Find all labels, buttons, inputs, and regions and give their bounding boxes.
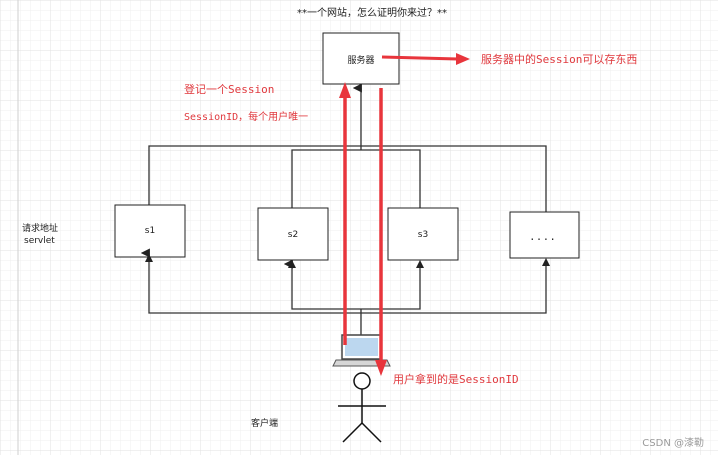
servlet-box-more[interactable] [509, 211, 580, 259]
annotation-server-stores: 服务器中的Session可以存东西 [481, 52, 637, 66]
laptop-icon [332, 334, 391, 367]
servlet-box-s1[interactable] [114, 204, 186, 258]
diagram-title: **一个网站，怎么证明你来过？** [297, 6, 447, 19]
bottom-arrowheads [145, 254, 550, 268]
servlet-label-s1: s1 [145, 226, 155, 236]
annotation-register-session: 登记一个Session [184, 82, 274, 96]
user-stick-figure-icon [338, 372, 386, 443]
annotation-user-gets-id: 用户拿到的是SessionID [393, 372, 519, 386]
bottom-bus [140, 248, 547, 337]
servlet-label-more: .... [530, 229, 557, 243]
request-label-line2: servlet [24, 236, 55, 246]
annotation-session-id-unique: SessionID，每个用户唯一 [184, 110, 308, 123]
watermark: CSDN @漆勒 [642, 436, 704, 449]
red-arrows [339, 53, 470, 376]
top-bus [148, 83, 547, 212]
request-label-line1: 请求地址 [22, 222, 58, 234]
client-label: 客户端 [251, 417, 278, 429]
servlet-box-s3[interactable] [387, 207, 459, 261]
servlet-label-s2: s2 [288, 230, 298, 240]
server-label: 服务器 [347, 54, 374, 66]
servlet-box-s2[interactable] [257, 207, 329, 261]
servlet-label-s3: s3 [418, 230, 428, 240]
